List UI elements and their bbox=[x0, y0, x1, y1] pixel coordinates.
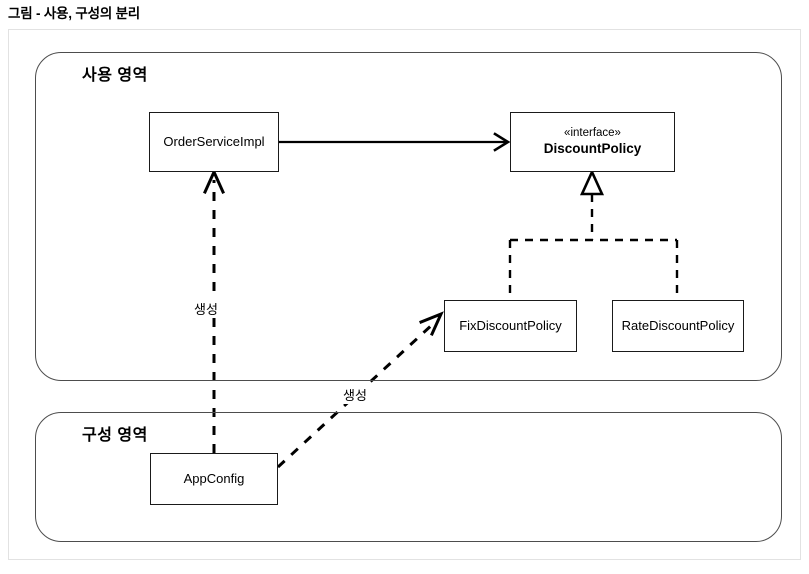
uml-class-name: AppConfig bbox=[183, 470, 245, 486]
uml-class-name: OrderServiceImpl bbox=[163, 133, 265, 149]
uml-class-orderserviceimpl[interactable]: OrderServiceImpl bbox=[149, 112, 279, 172]
uml-class-appconfig[interactable]: AppConfig bbox=[150, 453, 278, 505]
edge-uses-line bbox=[279, 132, 511, 152]
region-config-label: 구성 영역 bbox=[82, 427, 148, 444]
hollow-triangle-icon bbox=[579, 168, 605, 196]
edge-creates-fixdiscount-line bbox=[276, 311, 444, 469]
uml-stereotype: «interface» bbox=[564, 127, 621, 140]
uml-class-name: RateDiscountPolicy bbox=[621, 317, 735, 333]
edge-realization-tree bbox=[508, 168, 679, 300]
edge-label-creates-orderservice: 생성 bbox=[192, 299, 220, 318]
page-title: 그림 - 사용, 구성의 분리 bbox=[8, 6, 141, 21]
uml-interface-discountpolicy[interactable]: «interface» DiscountPolicy bbox=[510, 112, 675, 172]
region-usage bbox=[35, 52, 782, 381]
uml-class-fixdiscountpolicy[interactable]: FixDiscountPolicy bbox=[444, 300, 577, 352]
uml-class-name: FixDiscountPolicy bbox=[459, 317, 562, 333]
region-usage-label: 사용 영역 bbox=[82, 67, 148, 84]
edge-creates-orderservice-line bbox=[203, 168, 225, 453]
edge-label-creates-fixdiscount: 생성 bbox=[341, 385, 369, 404]
region-config bbox=[35, 412, 782, 542]
uml-class-ratediscountpolicy[interactable]: RateDiscountPolicy bbox=[612, 300, 744, 352]
uml-interface-name: DiscountPolicy bbox=[543, 140, 642, 156]
